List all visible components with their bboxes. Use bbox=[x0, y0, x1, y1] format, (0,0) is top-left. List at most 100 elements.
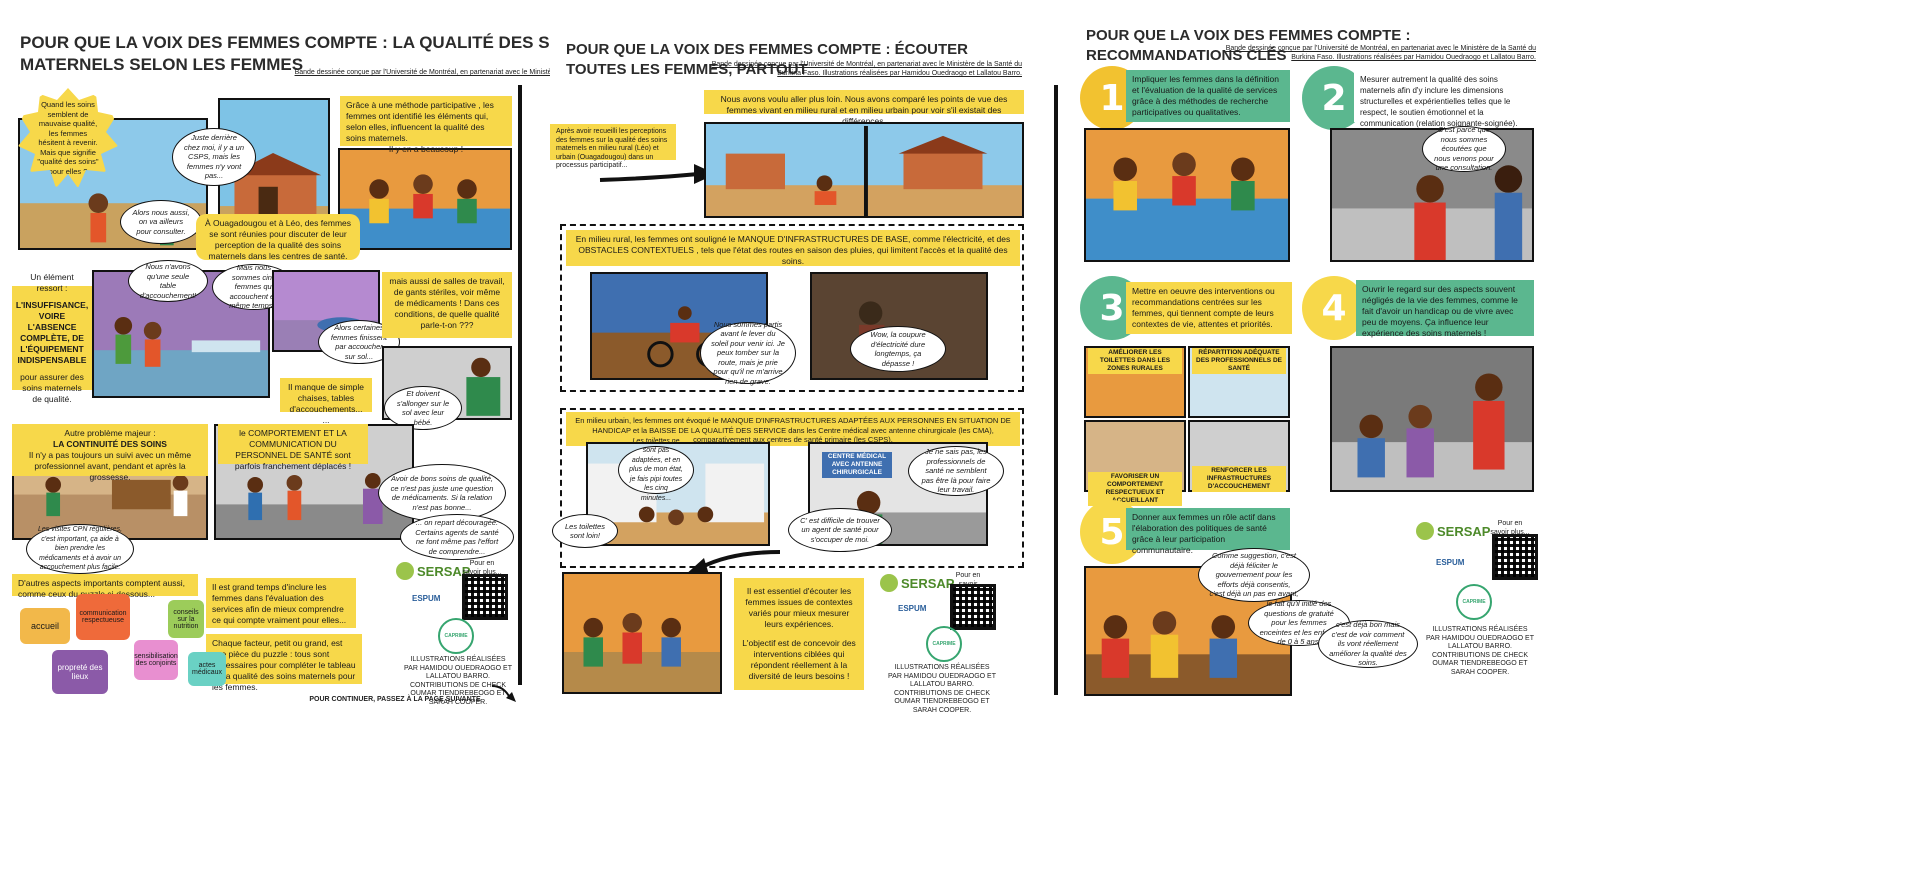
panel-label: RÉPARTITION ADÉQUATE DES PROFESSIONNELS … bbox=[1192, 348, 1286, 374]
caption-text: Grâce à une méthode participative , les … bbox=[346, 100, 494, 143]
logo-text: SERSAP bbox=[417, 563, 471, 579]
speech-bubble: Je ne sais pas, les professionnels de sa… bbox=[908, 446, 1004, 496]
arrow-icon bbox=[599, 164, 716, 184]
panel-woman-baby bbox=[382, 346, 512, 420]
caption-box: Il est essentiel d'écouter les femmes is… bbox=[734, 578, 864, 690]
page-recommendations: POUR QUE LA VOIX DES FEMMES COMPTE : REC… bbox=[1080, 0, 1540, 875]
panel-label: AMÉLIORER LES TOILETTES DANS LES ZONES R… bbox=[1088, 348, 1182, 374]
puzzle-piece: propreté des lieux bbox=[52, 650, 108, 694]
page-title: POUR QUE LA VOIX DES FEMMES COMPTE : LA … bbox=[20, 33, 592, 74]
speech-bubble: Alors nous aussi, on va ailleurs pour co… bbox=[120, 200, 202, 244]
qr-code[interactable] bbox=[462, 574, 508, 620]
panel-moto-road bbox=[590, 272, 768, 380]
rec-text: Mesurer autrement la qualité des soins m… bbox=[1354, 70, 1534, 128]
sersap-logo: SERSAP bbox=[880, 574, 954, 592]
arrow-icon bbox=[491, 685, 516, 702]
espum-logo: ESPUM bbox=[898, 604, 927, 613]
panel-rec4 bbox=[1330, 346, 1534, 492]
logo-text: SERSAP bbox=[1437, 523, 1491, 539]
speech-bubble: Nous sommes partis avant le lever du sol… bbox=[700, 320, 796, 386]
panel-rec1 bbox=[1084, 128, 1290, 262]
caption-text: Il n'y a pas toujours un suivi avec un m… bbox=[28, 450, 192, 482]
rec-text: Donner aux femmes un rôle actif dans l'é… bbox=[1126, 508, 1290, 555]
caption-box: Après avoir recueilli les perceptions de… bbox=[550, 124, 676, 169]
speech-bubble: ... on repart découragée. Certains agent… bbox=[400, 514, 514, 560]
speech-bubble: Nous n'avons qu'une seule table d'accouc… bbox=[128, 260, 208, 302]
espum-logo: ESPUM bbox=[412, 594, 441, 603]
more-info-label: Pour en savoir plus... bbox=[1490, 520, 1530, 536]
illustration-credits: ILLUSTRATIONS RÉALISÉES PAR HAMIDOU OUED… bbox=[1426, 626, 1534, 676]
caption-box: Autre problème majeur : LA CONTINUITÉ DE… bbox=[12, 424, 208, 482]
sersap-icon bbox=[880, 574, 898, 592]
illustration-credits: ILLUSTRATIONS RÉALISÉES PAR HAMIDOU OUED… bbox=[404, 656, 512, 706]
caption-box: Il est grand temps d'inclure les femmes … bbox=[206, 578, 356, 628]
illustration-credits: ILLUSTRATIONS RÉALISÉES PAR HAMIDOU OUED… bbox=[888, 664, 996, 714]
speech-bubble: c'est déjà bon mais c'est de voir commen… bbox=[1318, 620, 1418, 668]
rec-text: Mettre en oeuvre des interventions ou re… bbox=[1126, 282, 1292, 334]
speech-bubble: Et doivent s'allonger sur le sol avec le… bbox=[384, 386, 462, 430]
rec-text: Impliquer les femmes dans la définition … bbox=[1126, 70, 1290, 122]
caption-text: Autre problème majeur : bbox=[64, 428, 156, 438]
qr-code[interactable] bbox=[950, 584, 996, 630]
caption-box: En milieu urbain, les femmes ont évoqué … bbox=[566, 412, 1020, 446]
caprime-logo: CAPRIME bbox=[926, 626, 962, 662]
puzzle-piece: sensibilisation des conjoints bbox=[134, 640, 178, 680]
speech-bubble: C'est parce que nous sommes écoutées que… bbox=[1422, 125, 1506, 172]
more-info-label: Pour en savoir plus... bbox=[462, 560, 502, 576]
panel-label: RENFORCER LES INFRASTRUCTURES D'ACCOUCHE… bbox=[1192, 466, 1286, 492]
puzzle-piece: conseils sur la nutrition bbox=[168, 600, 204, 638]
qr-code[interactable] bbox=[1492, 534, 1538, 580]
speech-bubble: Comme suggestion, c'est déjà féliciter l… bbox=[1198, 548, 1310, 602]
urban-section bbox=[560, 408, 1024, 568]
logo-text: SERSAP bbox=[901, 575, 955, 591]
page-quality: POUR QUE LA VOIX DES FEMMES COMPTE : LA … bbox=[0, 0, 650, 875]
caption-text: Il y en a beaucoup ! bbox=[388, 144, 464, 154]
sersap-icon bbox=[396, 562, 414, 580]
divider bbox=[1054, 85, 1058, 695]
speech-bubble: Les visites CPN régulières, c'est import… bbox=[26, 524, 134, 574]
caption-box: D'autres aspects importants comptent aus… bbox=[12, 574, 198, 599]
speech-bubble: C' est difficile de trouver un agent de … bbox=[788, 508, 892, 552]
caprime-logo: CAPRIME bbox=[1456, 584, 1492, 620]
caption-box: En milieu rural, les femmes ont souligné… bbox=[566, 230, 1020, 266]
puzzle-piece: actes médicaux bbox=[188, 652, 226, 686]
caption-box: Un élément ressort : L'INSUFFISANCE, VOI… bbox=[12, 272, 92, 404]
panel-rural-urban bbox=[704, 122, 1024, 218]
credit-line: Bande dessinée conçue par l'Université d… bbox=[711, 61, 1022, 77]
caption-text: LA CONTINUITÉ DES SOINS bbox=[53, 439, 167, 449]
caption-text: Un élément ressort : bbox=[30, 271, 74, 293]
panel-women-group bbox=[562, 572, 722, 694]
divider bbox=[518, 85, 522, 685]
panel-meeting bbox=[338, 148, 512, 250]
caprime-logo: CAPRIME bbox=[438, 618, 474, 654]
sersap-logo: SERSAP bbox=[396, 562, 470, 580]
espum-logo: ESPUM bbox=[1436, 558, 1465, 567]
caption-box: Nous avons voulu aller plus loin. Nous a… bbox=[704, 90, 1024, 126]
credit-line: Bande dessinée conçue par l'Université d… bbox=[294, 69, 650, 76]
caption-box: À Ouagadougou et à Léo, des femmes se so… bbox=[196, 214, 360, 261]
continue-note: POUR CONTINUER, PASSEZ À LA PAGE SUIVANT… bbox=[309, 696, 481, 703]
caption-text: L'objectif est de concevoir des interven… bbox=[742, 638, 856, 681]
caption-box: mais aussi de salles de travail, de gant… bbox=[382, 272, 512, 338]
page-title: POUR QUE LA VOIX DES FEMMES COMPTE : ÉCO… bbox=[566, 41, 968, 78]
puzzle-piece: communication respectueuse bbox=[76, 594, 130, 640]
page-title: POUR QUE LA VOIX DES FEMMES COMPTE : REC… bbox=[1086, 27, 1411, 64]
rural-section bbox=[560, 224, 1024, 392]
caption-text: L'INSUFFISANCE, VOIRE L'ABSENCE COMPLÈTE… bbox=[15, 299, 89, 365]
caption-box: le COMPORTEMENT ET LA COMMUNICATION DU P… bbox=[218, 424, 368, 471]
caption-box: Il manque de simple chaises, tables d'ac… bbox=[280, 378, 372, 425]
sersap-logo: SERSAP bbox=[1416, 522, 1490, 540]
speech-bubble: Avoir de bons soins de qualité, ce n'est… bbox=[378, 464, 506, 522]
sersap-icon bbox=[1416, 522, 1434, 540]
page-listen: POUR QUE LA VOIX DES FEMMES COMPTE : ÉCO… bbox=[550, 0, 1050, 875]
puzzle-piece: accueil bbox=[20, 608, 70, 644]
rec-text: Ouvrir le regard sur des aspects souvent… bbox=[1356, 280, 1534, 338]
caption-box: Chaque facteur, petit ou grand, est une … bbox=[206, 634, 362, 692]
caption-text: pour assurer des soins maternels de qual… bbox=[20, 371, 84, 404]
speech-bubble: Les toilettes ne sont pas adaptées, et e… bbox=[618, 438, 694, 502]
rec-number: 4 bbox=[1302, 276, 1366, 340]
credit-line: Bande dessinée conçue par l'Université d… bbox=[1225, 45, 1536, 61]
caption-box: Grâce à une méthode participative , les … bbox=[340, 96, 512, 154]
speech-bubble: Juste derrière chez moi, il y a un CSPS,… bbox=[172, 128, 256, 186]
caption-text: Il est essentiel d'écouter les femmes is… bbox=[745, 586, 853, 629]
